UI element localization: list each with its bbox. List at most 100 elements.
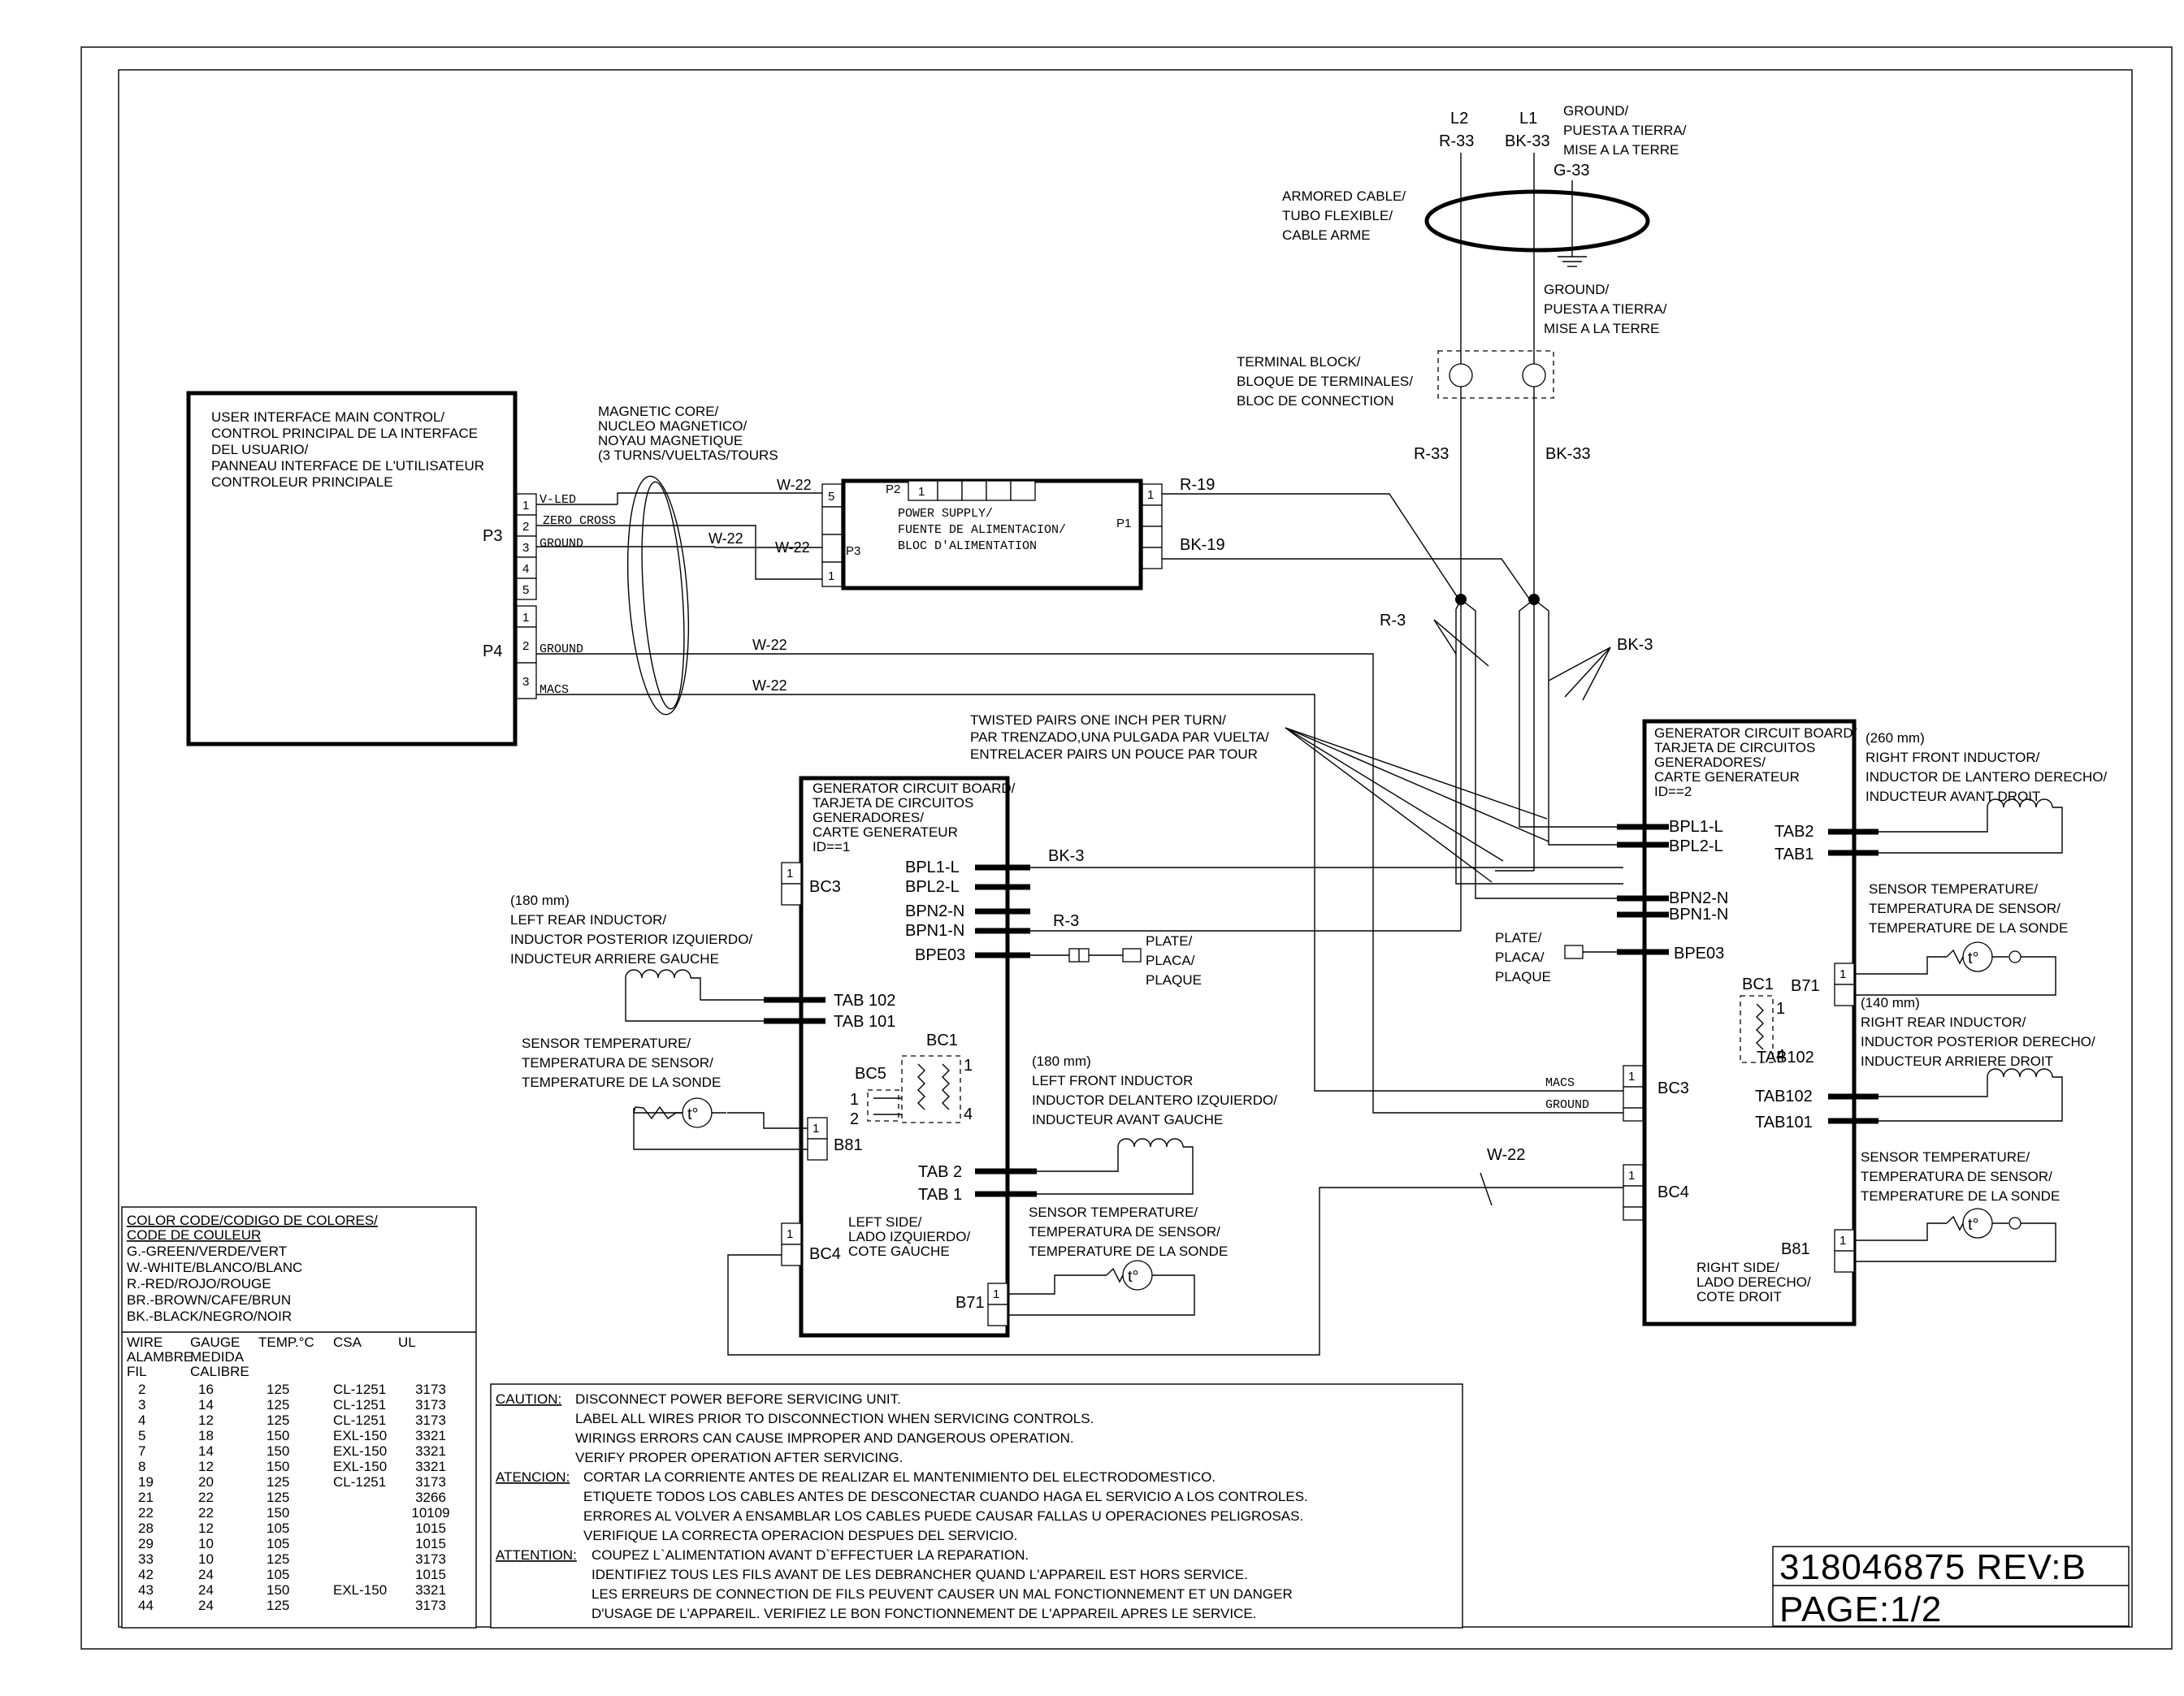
wire-table-cell: 3321 xyxy=(415,1582,446,1598)
svg-text:TEMPERATURA DE SENSOR/: TEMPERATURA DE SENSOR/ xyxy=(1861,1169,2052,1184)
svg-text:TARJETA DE CIRCUITOS: TARJETA DE CIRCUITOS xyxy=(812,795,973,811)
gen-left-bc4: BC4 xyxy=(809,1245,841,1263)
plate-right-2: PLACA/ xyxy=(1495,950,1545,965)
power-supply-line-2: FUENTE DE ALIMENTACION/ xyxy=(898,523,1066,537)
ui-line-5: CONTROLEUR PRINCIPALE xyxy=(211,474,393,490)
label-l2: L2 xyxy=(1450,110,1468,128)
svg-text:LEFT FRONT INDUCTOR: LEFT FRONT INDUCTOR xyxy=(1032,1073,1193,1088)
wire-table-cell: 3173 xyxy=(415,1413,446,1428)
armored-line-2: TUBO FLEXIBLE/ xyxy=(1282,208,1393,223)
svg-text:CARTE GENERATEUR: CARTE GENERATEUR xyxy=(812,824,958,840)
gen-left-tab1: TAB 1 xyxy=(918,1186,962,1204)
svg-text:UL: UL xyxy=(398,1335,416,1350)
ui-line-1: USER INTERFACE MAIN CONTROL/ xyxy=(211,409,444,425)
svg-text:WIRINGS ERRORS CAN CAUSE IMPRO: WIRINGS ERRORS CAN CAUSE IMPROPER AND DA… xyxy=(575,1430,1074,1446)
ui-p3-connector: 1 2 3 4 5 xyxy=(516,493,537,600)
wire-table-cell: EXL-150 xyxy=(333,1443,387,1459)
wire-table-cell: 5 xyxy=(138,1428,145,1443)
svg-text:RIGHT FRONT INDUCTOR/: RIGHT FRONT INDUCTOR/ xyxy=(1866,750,2040,765)
caution-box: CAUTION: DISCONNECT POWER BEFORE SERVICI… xyxy=(490,1383,1463,1629)
wire-r19 xyxy=(1162,493,1459,599)
svg-text:SENSOR TEMPERATURE/: SENSOR TEMPERATURE/ xyxy=(522,1036,691,1051)
gen-left-b81: B81 xyxy=(834,1136,863,1154)
wire-table-cell: 125 xyxy=(266,1551,289,1567)
power-supply-p3-label: P3 xyxy=(846,544,860,558)
svg-text:1: 1 xyxy=(812,1122,819,1136)
gen-right-macs: MACS xyxy=(1545,1076,1575,1090)
svg-text:SENSOR TEMPERATURE/: SENSOR TEMPERATURE/ xyxy=(1029,1205,1198,1220)
svg-text:(140 mm): (140 mm) xyxy=(1861,995,1920,1010)
gen-left-bpn2: BPN2-N xyxy=(905,902,964,920)
svg-text:BR.-BROWN/CAFE/BRUN: BR.-BROWN/CAFE/BRUN xyxy=(127,1292,291,1308)
wire-label-w22-a: W-22 xyxy=(777,477,812,493)
svg-text:LEFT REAR INDUCTOR/: LEFT REAR INDUCTOR/ xyxy=(510,912,666,928)
svg-text:INDUCTEUR ARRIERE GAUCHE: INDUCTEUR ARRIERE GAUCHE xyxy=(510,951,719,967)
gen-right-bc1-connector xyxy=(1740,995,1774,1063)
plate-left-3: PLAQUE xyxy=(1146,972,1202,988)
svg-text:t°: t° xyxy=(1128,1268,1139,1286)
wire-label-bk3: BK-3 xyxy=(1617,636,1653,654)
svg-text:CARTE GENERATEUR: CARTE GENERATEUR xyxy=(1654,769,1800,785)
gen-left-tab2: TAB 2 xyxy=(918,1163,962,1181)
ground-mid-3: MISE A LA TERRE xyxy=(1544,321,1659,336)
svg-text:5: 5 xyxy=(522,583,529,597)
wire-table-cell: CL-1251 xyxy=(333,1413,386,1428)
svg-text:D'USAGE DE L'APPAREIL. VERIFIE: D'USAGE DE L'APPAREIL. VERIFIEZ LE BON F… xyxy=(592,1606,1256,1621)
label-r33-top: R-33 xyxy=(1439,132,1474,150)
svg-text:TEMPERATURE DE LA SONDE: TEMPERATURE DE LA SONDE xyxy=(1869,920,2068,936)
gen-left-bpe03: BPE03 xyxy=(915,946,965,964)
attention-label: ATTENTION: xyxy=(496,1547,577,1563)
armored-cable-ring xyxy=(1424,189,1650,253)
right-front-sensor: SENSOR TEMPERATURE/ TEMPERATURA DE SENSO… xyxy=(1854,881,2068,996)
svg-text:TEMPERATURA DE SENSOR/: TEMPERATURA DE SENSOR/ xyxy=(1869,901,2060,916)
wire-table-cell: 125 xyxy=(266,1598,289,1613)
svg-text:LADO DERECHO/: LADO DERECHO/ xyxy=(1696,1274,1811,1290)
gen-right-tab1: TAB1 xyxy=(1774,846,1814,863)
svg-text:ID==1: ID==1 xyxy=(812,839,850,854)
ui-line-2: CONTROL PRINCIPAL DE LA INTERFACE xyxy=(211,426,478,441)
page-number: PAGE:1/2 xyxy=(1779,1590,1942,1629)
right-front-inductor: (260 mm) RIGHT FRONT INDUCTOR/ INDUCTOR … xyxy=(1866,730,2107,854)
label-bk33-top: BK-33 xyxy=(1505,132,1550,150)
svg-text:COUPEZ L`ALIMENTATION AVANT D`: COUPEZ L`ALIMENTATION AVANT D`EFFECTUER … xyxy=(592,1547,1029,1563)
wire-table-cell: 3173 xyxy=(415,1397,446,1413)
ui-box xyxy=(186,391,518,746)
gen-left-b71: B71 xyxy=(956,1294,985,1312)
svg-text:GENERATOR CIRCUIT BOARD/: GENERATOR CIRCUIT BOARD/ xyxy=(812,781,1016,796)
color-code-table: COLOR CODE/CODIGO DE COLORES/ CODE DE CO… xyxy=(121,1206,477,1629)
wire-table-cell: CL-1251 xyxy=(333,1397,386,1413)
svg-text:TEMPERATURE DE LA SONDE: TEMPERATURE DE LA SONDE xyxy=(522,1075,721,1090)
ui-main-control: USER INTERFACE MAIN CONTROL/ CONTROL PRI… xyxy=(186,391,616,746)
wire-table-cell: 125 xyxy=(266,1413,289,1428)
magnetic-core-line-3: NOYAU MAGNETIQUE xyxy=(598,433,743,448)
power-input: L2 L1 R-33 BK-33 G-33 GROUND/ PUESTA A T… xyxy=(1237,103,1687,605)
wire-table-cell: 125 xyxy=(266,1382,289,1397)
atencion-label: ATENCION: xyxy=(496,1469,570,1485)
armored-line-1: ARMORED CABLE/ xyxy=(1282,188,1406,204)
svg-text:INDUCTOR POSTERIOR DERECHO/: INDUCTOR POSTERIOR DERECHO/ xyxy=(1861,1034,2095,1049)
wire-table-cell: 22 xyxy=(138,1505,154,1521)
svg-text:(180 mm): (180 mm) xyxy=(1032,1054,1091,1069)
svg-text:ETIQUETE TODOS LOS CABLES ANTE: ETIQUETE TODOS LOS CABLES ANTES DE DESCO… xyxy=(583,1489,1308,1504)
left-front-sensor: SENSOR TEMPERATURE/ TEMPERATURA DE SENSO… xyxy=(1008,1205,1228,1316)
svg-text:1: 1 xyxy=(1147,488,1154,502)
color-code-box xyxy=(121,1206,477,1629)
svg-text:GAUGE: GAUGE xyxy=(190,1335,240,1350)
wire-table-cell: 1015 xyxy=(415,1536,446,1551)
svg-text:INDUCTOR POSTERIOR IZQUIERDO/: INDUCTOR POSTERIOR IZQUIERDO/ xyxy=(510,932,752,947)
svg-text:1: 1 xyxy=(786,1227,793,1241)
wire-table-cell: 3321 xyxy=(415,1459,446,1474)
magnetic-core-line-1: MAGNETIC CORE/ xyxy=(598,404,719,419)
svg-text:1: 1 xyxy=(786,867,793,880)
gen-left-bpn1: BPN1-N xyxy=(905,922,964,940)
right-rear-sensor: SENSOR TEMPERATURE/ TEMPERATURA DE SENSO… xyxy=(1854,1149,2060,1262)
svg-text:t°: t° xyxy=(1968,1216,1979,1234)
wire-label-bk19: BK-19 xyxy=(1180,536,1225,554)
wire-table-cell: 24 xyxy=(198,1567,214,1582)
gen-right-bpn2: BPN2-N xyxy=(1669,889,1728,907)
wire-table-cell: 12 xyxy=(198,1459,214,1474)
svg-text:1: 1 xyxy=(918,485,925,499)
wire-table-cell: 3173 xyxy=(415,1598,446,1613)
twisted-pair-leaders xyxy=(1285,727,1549,883)
